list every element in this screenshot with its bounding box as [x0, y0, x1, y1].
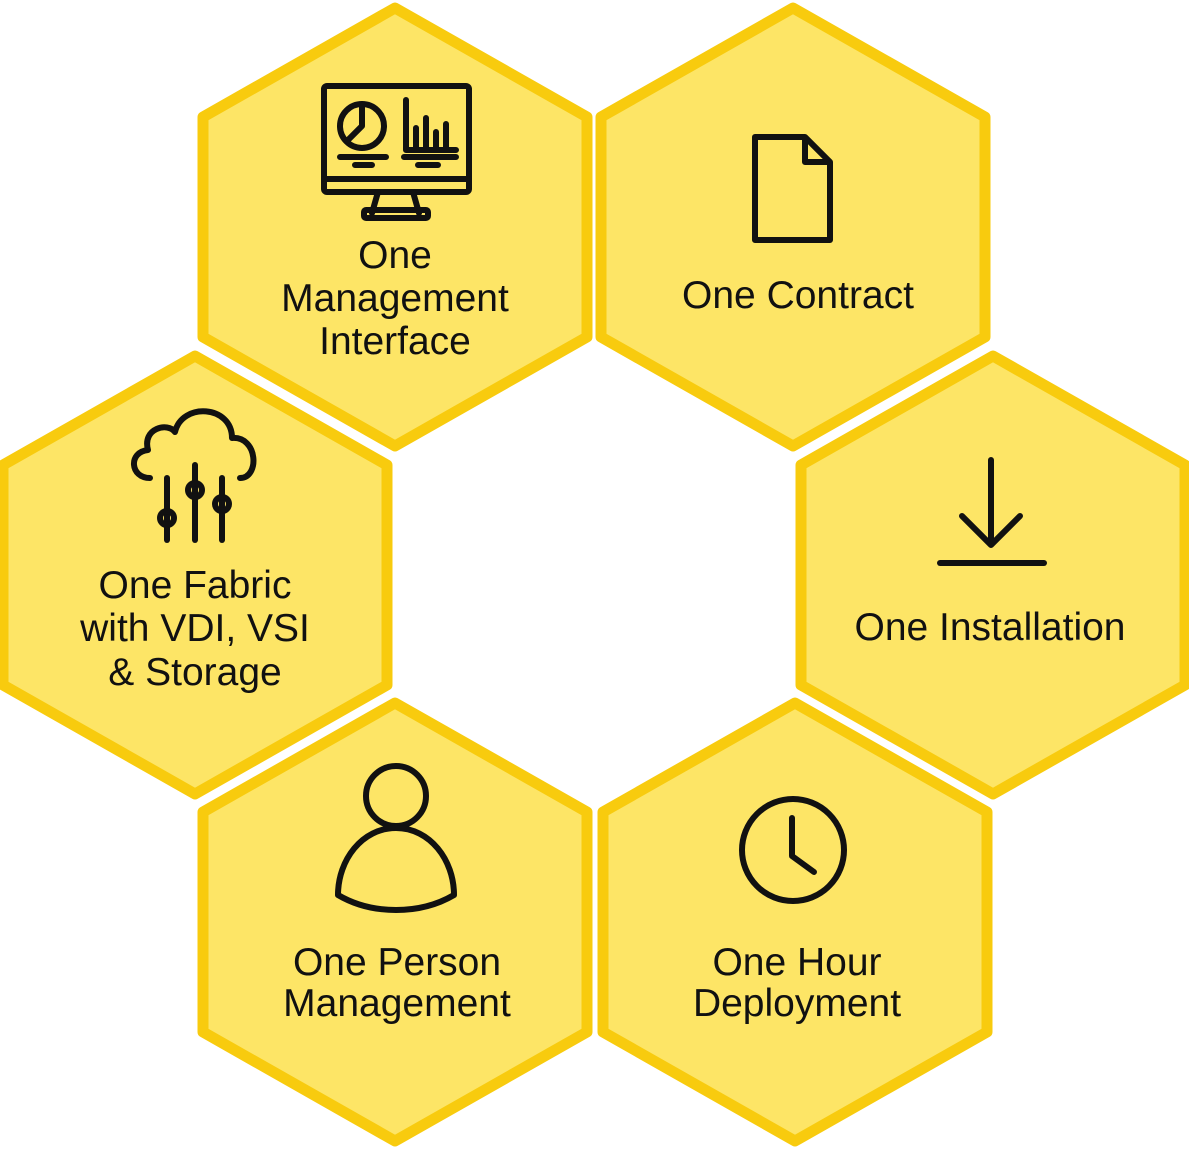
- document-icon: [752, 134, 833, 243]
- label-line: One Installation: [854, 606, 1125, 649]
- hex-person-management: One Person Management: [197, 697, 593, 1147]
- label-line: with VDI, VSI: [79, 607, 310, 650]
- monitor-dashboard-icon: [321, 83, 472, 221]
- label-line: Deployment: [693, 982, 901, 1025]
- label-line: One Person: [293, 941, 501, 984]
- hex-contract: One Contract: [595, 2, 991, 452]
- label-line: Management: [283, 982, 511, 1025]
- label-line: One: [358, 234, 432, 277]
- hex-fabric: One Fabric with VDI, VSI & Storage: [0, 350, 393, 800]
- label-line: One Hour: [712, 941, 881, 984]
- hex-management-interface: One Management Interface: [197, 2, 593, 452]
- hex-hour-deployment: One Hour Deployment: [597, 697, 993, 1147]
- label-line: & Storage: [108, 651, 281, 694]
- cloud-network-icon: [131, 408, 257, 543]
- label-line: One Fabric: [99, 564, 292, 607]
- hex-installation: One Installation: [795, 350, 1189, 800]
- label-line: Management: [281, 277, 509, 320]
- label-line: Interface: [319, 320, 471, 363]
- clock-icon: [739, 796, 847, 904]
- person-icon: [335, 763, 457, 913]
- download-icon: [937, 457, 1047, 566]
- label-line: One Contract: [682, 274, 914, 317]
